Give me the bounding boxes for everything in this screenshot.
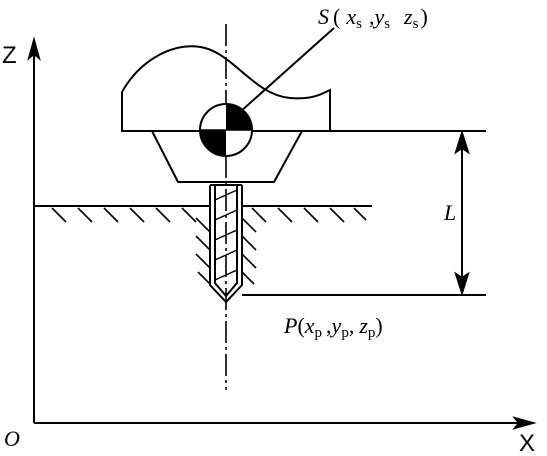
center-of-mass-symbol (199, 103, 253, 157)
dimension-arrow-l (454, 129, 470, 297)
z-axis-label: Z (2, 42, 17, 69)
hole-walls (195, 217, 257, 285)
point-p-label: P(xp,yp,zp) (283, 313, 383, 341)
s-leader-line (239, 27, 335, 113)
x-axis-arrowhead (512, 416, 537, 430)
z-axis-arrowhead (27, 36, 41, 61)
workpiece-surface (34, 205, 372, 223)
x-axis-label: X (519, 430, 535, 456)
origin-label: O (4, 426, 20, 451)
coordinate-axes (27, 36, 537, 430)
dimension-label-l: L (443, 200, 456, 225)
spindle-head (121, 45, 331, 132)
